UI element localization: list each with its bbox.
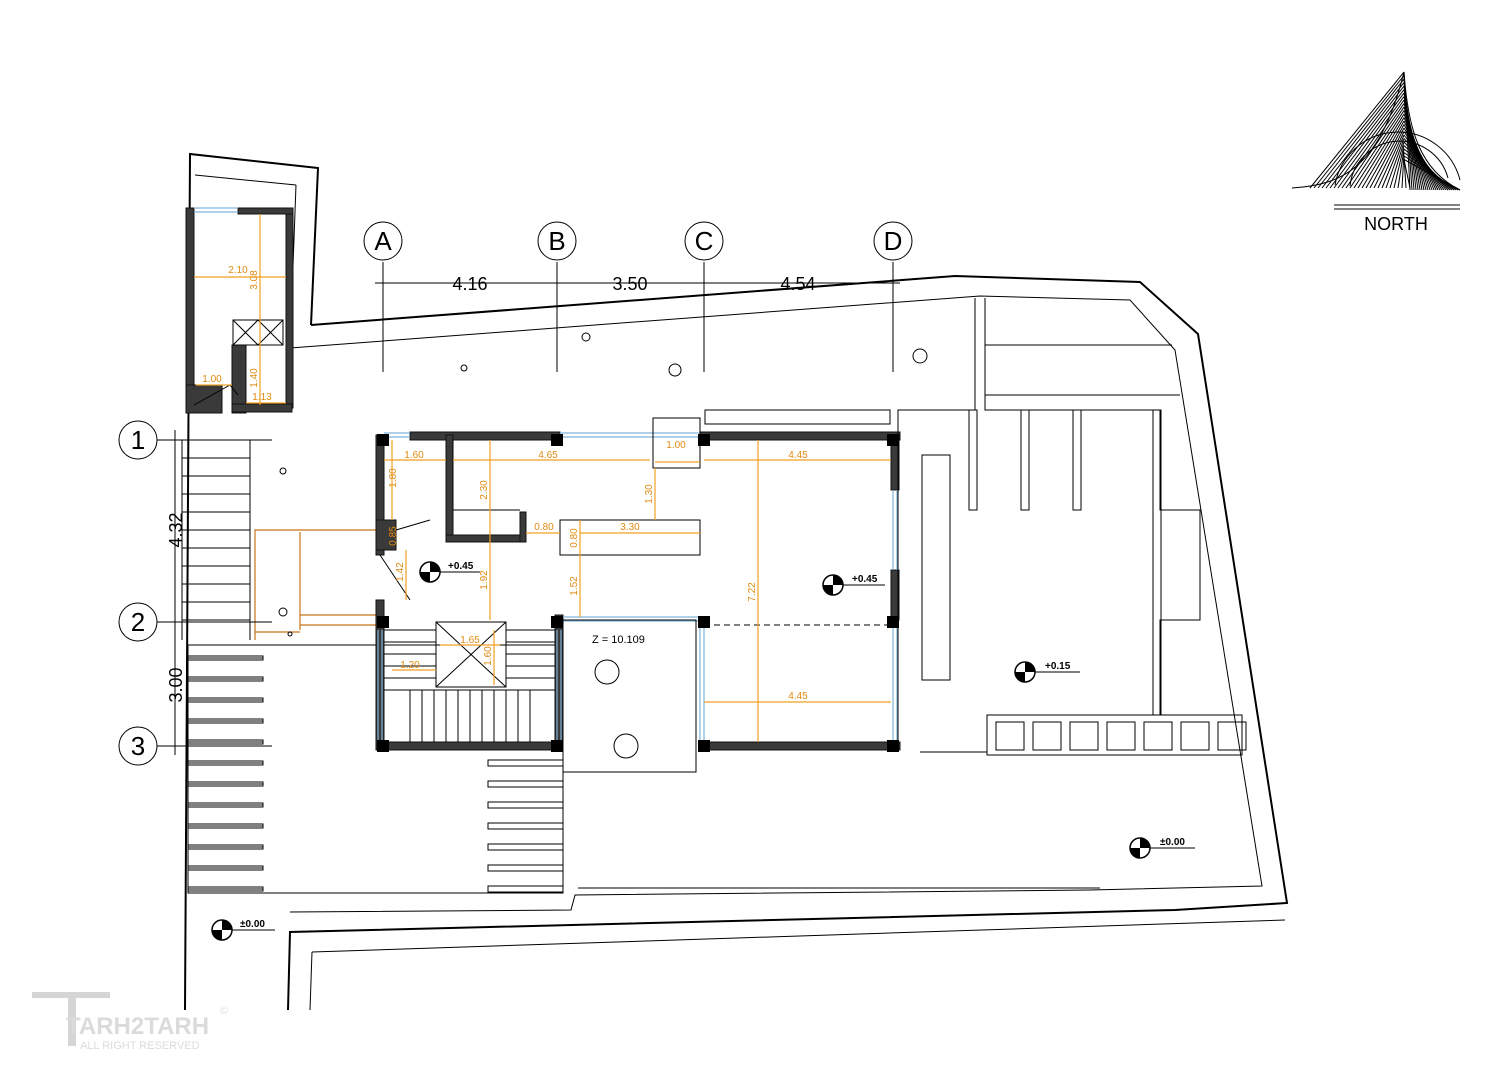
dim-label: 7.22 [747, 582, 758, 602]
grid-label-a: A [374, 226, 392, 256]
column [551, 434, 563, 446]
circle-marker [594, 659, 620, 685]
dim-label: 2.10 [228, 265, 248, 276]
dim-label: 1.80 [388, 468, 399, 488]
column [698, 616, 710, 628]
watermark-brand: TARH2TARH [66, 1013, 209, 1040]
grid-label-d: D [884, 226, 903, 256]
spacing-b-c: 3.50 [612, 274, 647, 294]
level-marker: +0.45 [822, 574, 885, 596]
dim-label: 1.00 [202, 374, 222, 385]
grid-label-1: 1 [131, 425, 145, 455]
grid-axes: A B C D 1 2 3 4.16 3.50 4.54 4.32 3.00 [118, 221, 913, 766]
right-annex [562, 298, 1247, 889]
dim-label: 1.52 [569, 576, 580, 596]
grid-label-c: C [695, 226, 714, 256]
dim-label: 1.92 [479, 570, 490, 590]
column [377, 740, 389, 752]
dim-label: 4.45 [788, 691, 808, 702]
spacing-a-b: 4.16 [452, 274, 487, 294]
grid-bubble-1 [118, 420, 158, 460]
dim-label: 1.42 [395, 562, 406, 582]
z-elevation-label: Z = 10.109 [592, 634, 645, 646]
grid-label-3: 3 [131, 731, 145, 761]
spacing-c-d: 4.54 [780, 274, 815, 294]
dim-label: 4.65 [538, 450, 558, 461]
column [698, 740, 710, 752]
dimension-lines [194, 214, 891, 742]
main-walls [375, 417, 901, 751]
north-label: NORTH [1364, 214, 1428, 234]
column [551, 740, 563, 752]
level-marker: +0.15 [1014, 661, 1080, 683]
dim-label: 0.80 [534, 522, 554, 533]
dim-label: 2.30 [479, 480, 490, 500]
level-label: ±0.00 [240, 919, 265, 930]
column [887, 740, 899, 752]
spacing-1-2: 4.32 [166, 512, 186, 547]
dim-label: 0.80 [569, 528, 580, 548]
site-markers [278, 332, 928, 759]
watermark-logo: TARH2TARH © ALL RIGHT RESERVED [32, 992, 228, 1052]
dim-label: 1.30 [644, 484, 655, 504]
level-marker: +0.45 [419, 561, 480, 583]
dim-label: 1.00 [666, 440, 686, 451]
dim-label: 1.20 [400, 660, 420, 671]
column [551, 616, 563, 628]
level-marker: ±0.00 [211, 919, 275, 941]
level-label: ±0.00 [1160, 837, 1185, 848]
site-boundary [184, 152, 1289, 1011]
grid-bubble-a [363, 221, 403, 261]
dim-label: 1.40 [249, 368, 260, 388]
column [377, 434, 389, 446]
dimension-labels: 2.10 3.08 1.00 1.40 1.13 1.60 4.65 1.80 … [202, 265, 808, 702]
spacing-2-3: 3.00 [166, 667, 186, 702]
dim-label: 1.65 [460, 635, 480, 646]
column [698, 434, 710, 446]
grid-label-b: B [548, 226, 565, 256]
level-markers: +0.45 +0.45 +0.15 ±0.00 [211, 561, 1195, 941]
grid-bubble-3 [118, 726, 158, 766]
column [377, 616, 389, 628]
level-marker: ±0.00 [1129, 837, 1195, 859]
structural-columns [377, 434, 899, 752]
level-label: +0.45 [852, 574, 878, 585]
watermark-rights: ALL RIGHT RESERVED [80, 1040, 200, 1052]
left-stairs [181, 440, 564, 894]
grid-label-2: 2 [131, 607, 145, 637]
grid-bubble-c [684, 221, 724, 261]
column [887, 616, 899, 628]
dim-label: 1.60 [483, 646, 494, 666]
circle-marker [613, 733, 639, 759]
dim-label: 0.85 [388, 526, 399, 546]
column [887, 434, 899, 446]
dim-label: 4.45 [788, 450, 808, 461]
grid-bubble-d [873, 221, 913, 261]
grid-bubble-b [537, 221, 577, 261]
dim-label: 3.30 [620, 522, 640, 533]
dim-label: 3.08 [249, 270, 260, 290]
dim-label: 1.13 [252, 392, 272, 403]
watermark-copyright: © [220, 1005, 228, 1017]
level-label: +0.45 [448, 561, 474, 572]
grid-bubble-2 [118, 602, 158, 642]
dim-label: 1.60 [404, 450, 424, 461]
level-label: +0.15 [1045, 661, 1071, 672]
railing [254, 529, 380, 640]
north-arrow: NORTH [1291, 71, 1461, 234]
